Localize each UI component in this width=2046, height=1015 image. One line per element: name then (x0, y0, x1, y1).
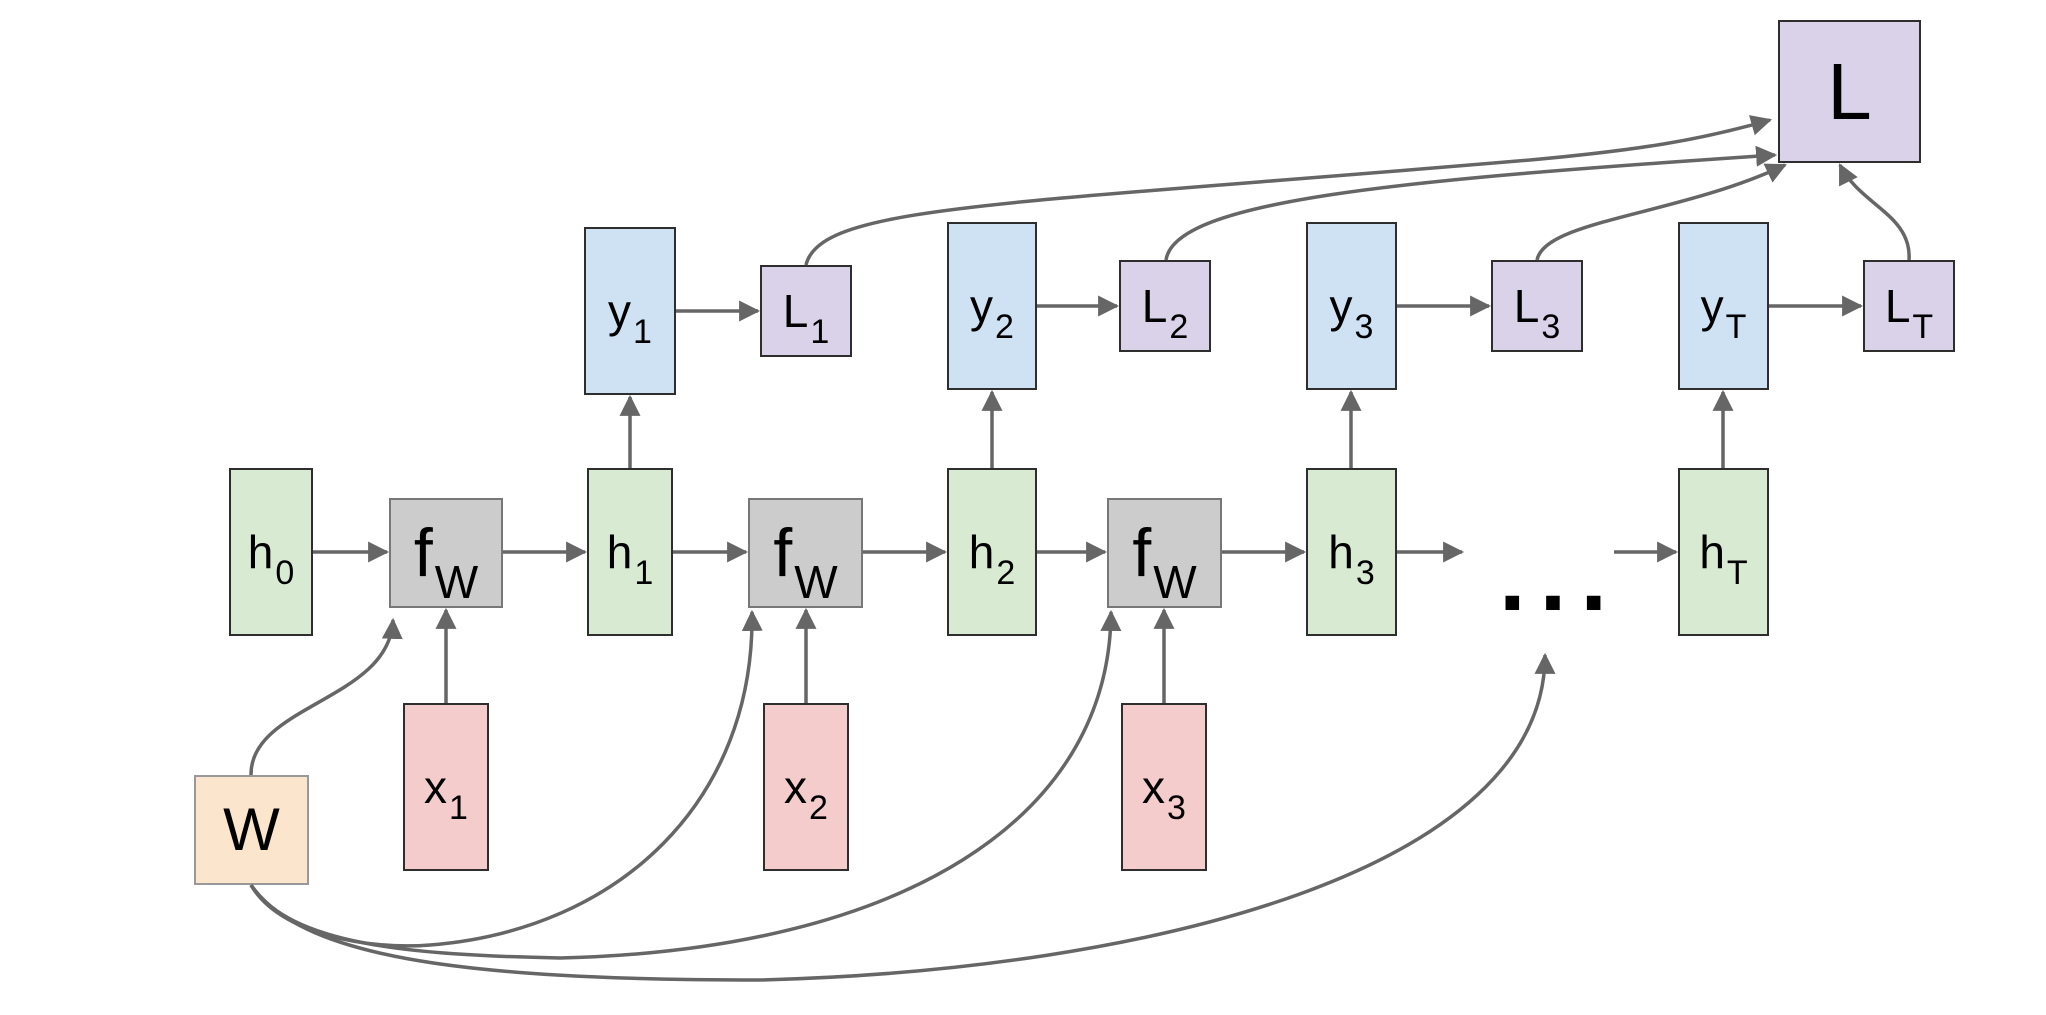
node-x1-main: x (424, 761, 448, 813)
arrow-L3-to-L (1535, 163, 1787, 261)
node-fw-1-sub: W (434, 556, 479, 608)
arrow-W-to-fw1 (249, 617, 403, 776)
node-L1-main: L (782, 285, 809, 337)
node-yT-sub: T (1725, 308, 1747, 346)
node-fw-1-main: f (413, 515, 433, 591)
arrow-W-to-ellipsis (249, 652, 1556, 982)
node-h1-sub: 1 (634, 554, 654, 592)
node-y1-main: y (608, 285, 632, 337)
node-L1-sub: 1 (810, 313, 830, 351)
node-fw-2-sub: W (794, 556, 838, 608)
node-L-total: L (1778, 20, 1921, 163)
node-LT-main: L (1884, 280, 1911, 332)
node-h2-main: h (968, 526, 995, 578)
node-L3-main: L (1513, 280, 1540, 332)
node-h2-sub: 2 (996, 554, 1016, 592)
node-L2-sub: 2 (1169, 308, 1189, 346)
node-h0-sub: 0 (275, 554, 295, 592)
node-L3-sub: 3 (1541, 308, 1561, 346)
node-y1-sub: 1 (633, 313, 652, 351)
node-h3-main: h (1328, 526, 1354, 578)
node-x3-sub: 3 (1167, 789, 1186, 827)
node-y3-sub: 3 (1354, 308, 1374, 346)
node-L-total-main: L (1827, 46, 1872, 136)
node-LT-sub: T (1912, 308, 1934, 346)
node-x2-sub: 2 (809, 789, 828, 827)
node-y2-sub: 2 (995, 308, 1014, 346)
node-x3-main: x (1142, 761, 1166, 813)
node-hT-sub: T (1726, 554, 1748, 592)
arrow-W-to-fw3 (249, 609, 1122, 960)
node-hT-main: h (1699, 526, 1725, 578)
node-fw-2-main: f (773, 515, 793, 591)
node-fw-3-sub: W (1153, 556, 1197, 608)
node-yT-main: y (1700, 280, 1724, 332)
node-x1-sub: 1 (449, 789, 468, 827)
node-L2-main: L (1141, 280, 1168, 332)
node-y3-main: y (1329, 280, 1353, 332)
arrow-W-to-fw2 (249, 609, 763, 948)
node-x2-main: x (784, 761, 808, 813)
node-h0-main: h (247, 526, 274, 578)
arrow-LT-to-L (1838, 163, 1911, 261)
node-fw-3-main: f (1132, 515, 1152, 591)
arrow-L1-to-L (804, 115, 1773, 266)
arrow-L2-to-L (1164, 145, 1778, 261)
node-h1-main: h (606, 526, 633, 578)
node-y2-main: y (970, 280, 994, 332)
node-h3-sub: 3 (1355, 554, 1375, 592)
node-W: W (194, 775, 309, 885)
node-W-main: W (223, 796, 280, 863)
